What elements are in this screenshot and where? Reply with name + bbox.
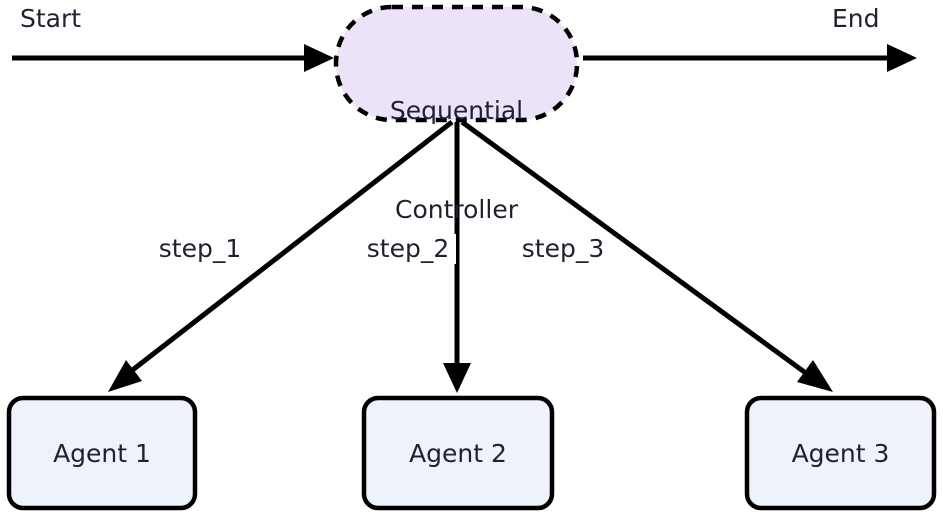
- arrowhead-controller-to-end: [887, 44, 917, 72]
- node-agent-1[interactable]: [6, 395, 198, 511]
- end-label: End: [832, 4, 880, 33]
- edge-start-to-controller: [12, 44, 334, 72]
- edge-step-1-line: [119, 120, 454, 381]
- edge-controller-to-end: [583, 44, 917, 72]
- edge-label-step-1: step_1: [152, 234, 248, 264]
- arrowhead-controller-to-agent-3: [797, 360, 833, 392]
- arrowhead-controller-to-agent-2: [443, 363, 471, 393]
- node-agent-3[interactable]: [744, 395, 937, 511]
- arrowhead-start-to-controller: [304, 44, 334, 72]
- node-sequential-controller[interactable]: [333, 4, 580, 123]
- edge-label-step-3: step_3: [515, 234, 611, 264]
- start-label: Start: [20, 4, 82, 33]
- arrowhead-controller-to-agent-1: [108, 360, 142, 392]
- edge-step-3-line: [460, 119, 816, 382]
- edge-controller-to-agent-2: [443, 122, 471, 393]
- edge-controller-to-agent-1: [108, 120, 454, 392]
- edge-label-step-2: step_2: [360, 234, 456, 264]
- edge-controller-to-agent-3: [460, 119, 833, 392]
- node-agent-2[interactable]: [361, 395, 555, 511]
